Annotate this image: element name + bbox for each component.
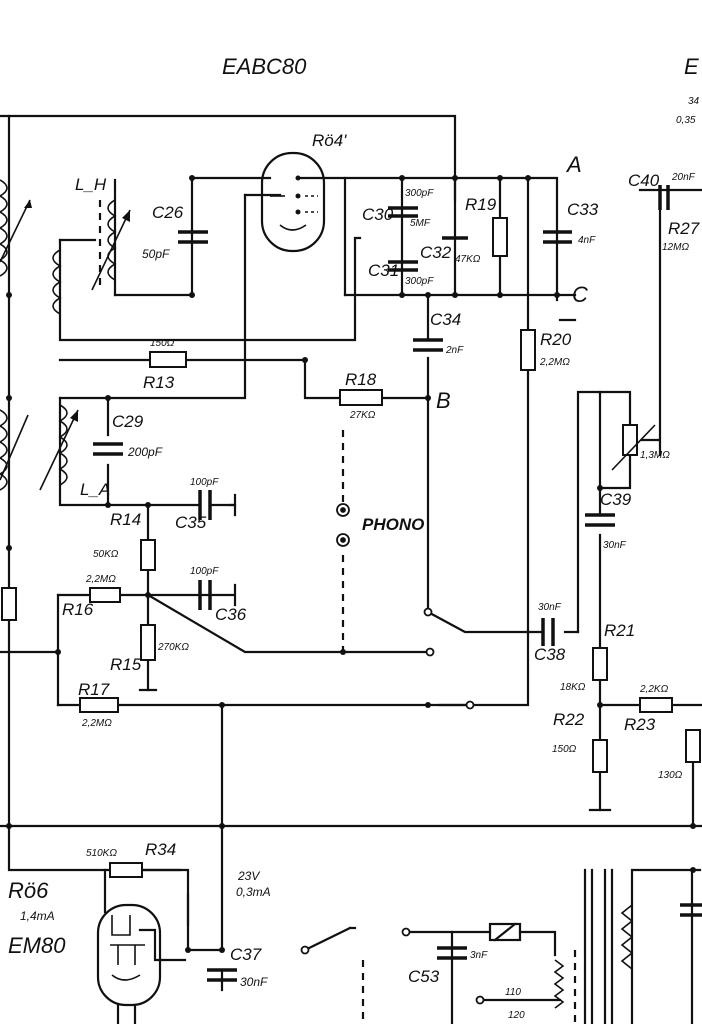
r18-label: R18	[345, 370, 377, 389]
tube-em80-symbol	[96, 903, 162, 1007]
c31-label: C31	[368, 261, 399, 280]
r34-value: 510KΩ	[86, 848, 117, 859]
c32-label: C32	[420, 243, 452, 262]
r23-value: 2,2KΩ	[639, 684, 669, 695]
r21-label: R21	[604, 621, 635, 640]
c37-label: C37	[230, 945, 262, 964]
c34-value: 2nF	[445, 345, 464, 356]
c53-value: 3nF	[470, 950, 488, 961]
em80-current: 0,3mA	[236, 885, 271, 899]
c29-label: C29	[112, 412, 144, 431]
c26-value: 50pF	[142, 247, 170, 261]
r15-value: 270KΩ	[157, 642, 189, 653]
c29-value: 200pF	[127, 445, 163, 459]
tube-ro6-current: 1,4mA	[20, 909, 55, 923]
r17-label: R17	[78, 680, 110, 699]
capacitor-plates	[93, 185, 702, 982]
tube-right-value-a: 34	[688, 96, 700, 107]
la-label: L_A	[80, 480, 110, 499]
r14-label: R14	[110, 510, 141, 529]
c36-label: C36	[215, 605, 247, 624]
resistor-bodies	[1, 217, 701, 878]
tube-title-eabc80: EABC80	[222, 54, 307, 79]
tube-ro6-label: Rö6	[8, 878, 49, 903]
c33-label: C33	[567, 200, 599, 219]
r15-label: R15	[110, 655, 142, 674]
pot-arrow	[611, 424, 656, 471]
pot-value: 1,3MΩ	[640, 450, 670, 461]
c34-label: C34	[430, 310, 461, 329]
c53-label: C53	[408, 967, 440, 986]
node-a-label: A	[565, 152, 582, 177]
c35-value: 100pF	[190, 477, 219, 488]
r22-value: 150Ω	[552, 744, 577, 755]
c33-value: 4nF	[578, 235, 596, 246]
r20-value: 2,2MΩ	[539, 357, 570, 368]
tube-ro4-symbol	[260, 151, 326, 253]
r17-value: 2,2MΩ	[81, 718, 112, 729]
junction-dots	[6, 175, 696, 953]
lh-coil	[52, 199, 131, 315]
c31-value: 300pF	[405, 276, 434, 287]
rectifier-symbol	[488, 922, 522, 942]
ground-symbols	[138, 318, 612, 812]
node-b-label: B	[436, 388, 451, 413]
c26-label: C26	[152, 203, 184, 222]
wiring	[0, 114, 702, 1024]
r18-value: 27KΩ	[349, 410, 376, 421]
c38-value: 30nF	[538, 602, 562, 613]
r21-value: 18KΩ	[560, 682, 586, 693]
c40-value: 20nF	[671, 172, 696, 183]
r16-label: R16	[62, 600, 94, 619]
r14-value: 50KΩ	[93, 549, 119, 560]
transformer-secondary	[620, 904, 634, 970]
tube-right-value-b: 0,35	[676, 115, 696, 126]
phono-label: PHONO	[362, 515, 424, 534]
tube-ro4-label: Rö4'	[312, 131, 347, 150]
c32-value: 5MF	[410, 218, 431, 229]
em80-voltage: 23V	[237, 869, 260, 883]
r13-value: 150Ω	[150, 338, 175, 349]
r16-value: 2,2MΩ	[85, 574, 116, 585]
c30-label: C30	[362, 205, 394, 224]
r13-label: R13	[143, 373, 175, 392]
left-coil-lower	[0, 409, 29, 491]
lh-label: L_H	[75, 175, 107, 194]
node-c-label: C	[572, 282, 588, 307]
left-coil-upper	[0, 179, 32, 277]
r22-label: R22	[553, 710, 585, 729]
la-coil	[39, 404, 79, 491]
tube-em80-label: EM80	[8, 933, 66, 958]
c39-label: C39	[600, 490, 632, 509]
terminals	[300, 503, 485, 1005]
r34-label: R34	[145, 840, 176, 859]
r27-label: R27	[668, 219, 700, 238]
transformer-winding	[553, 959, 565, 1009]
right-resistor-value: 130Ω	[658, 770, 683, 781]
tap-110-label: 110	[505, 987, 521, 998]
c39-value: 30nF	[603, 540, 627, 551]
c38-label: C38	[534, 645, 566, 664]
r19-value: 47KΩ	[455, 254, 481, 265]
tube-title-right: E	[684, 54, 699, 79]
c40-label: C40	[628, 171, 660, 190]
c36-value: 100pF	[190, 566, 219, 577]
component-labels: C26 50pF C29 200pF C30 300pF C31 300pF C…	[62, 171, 700, 1021]
c37-value: 30nF	[240, 975, 268, 989]
r19-label: R19	[465, 195, 497, 214]
r27-value: 12MΩ	[662, 242, 689, 253]
c30-value: 300pF	[405, 188, 434, 199]
tap-120-label: 120	[508, 1010, 525, 1021]
r23-label: R23	[624, 715, 656, 734]
r20-label: R20	[540, 330, 572, 349]
c35-label: C35	[175, 513, 207, 532]
